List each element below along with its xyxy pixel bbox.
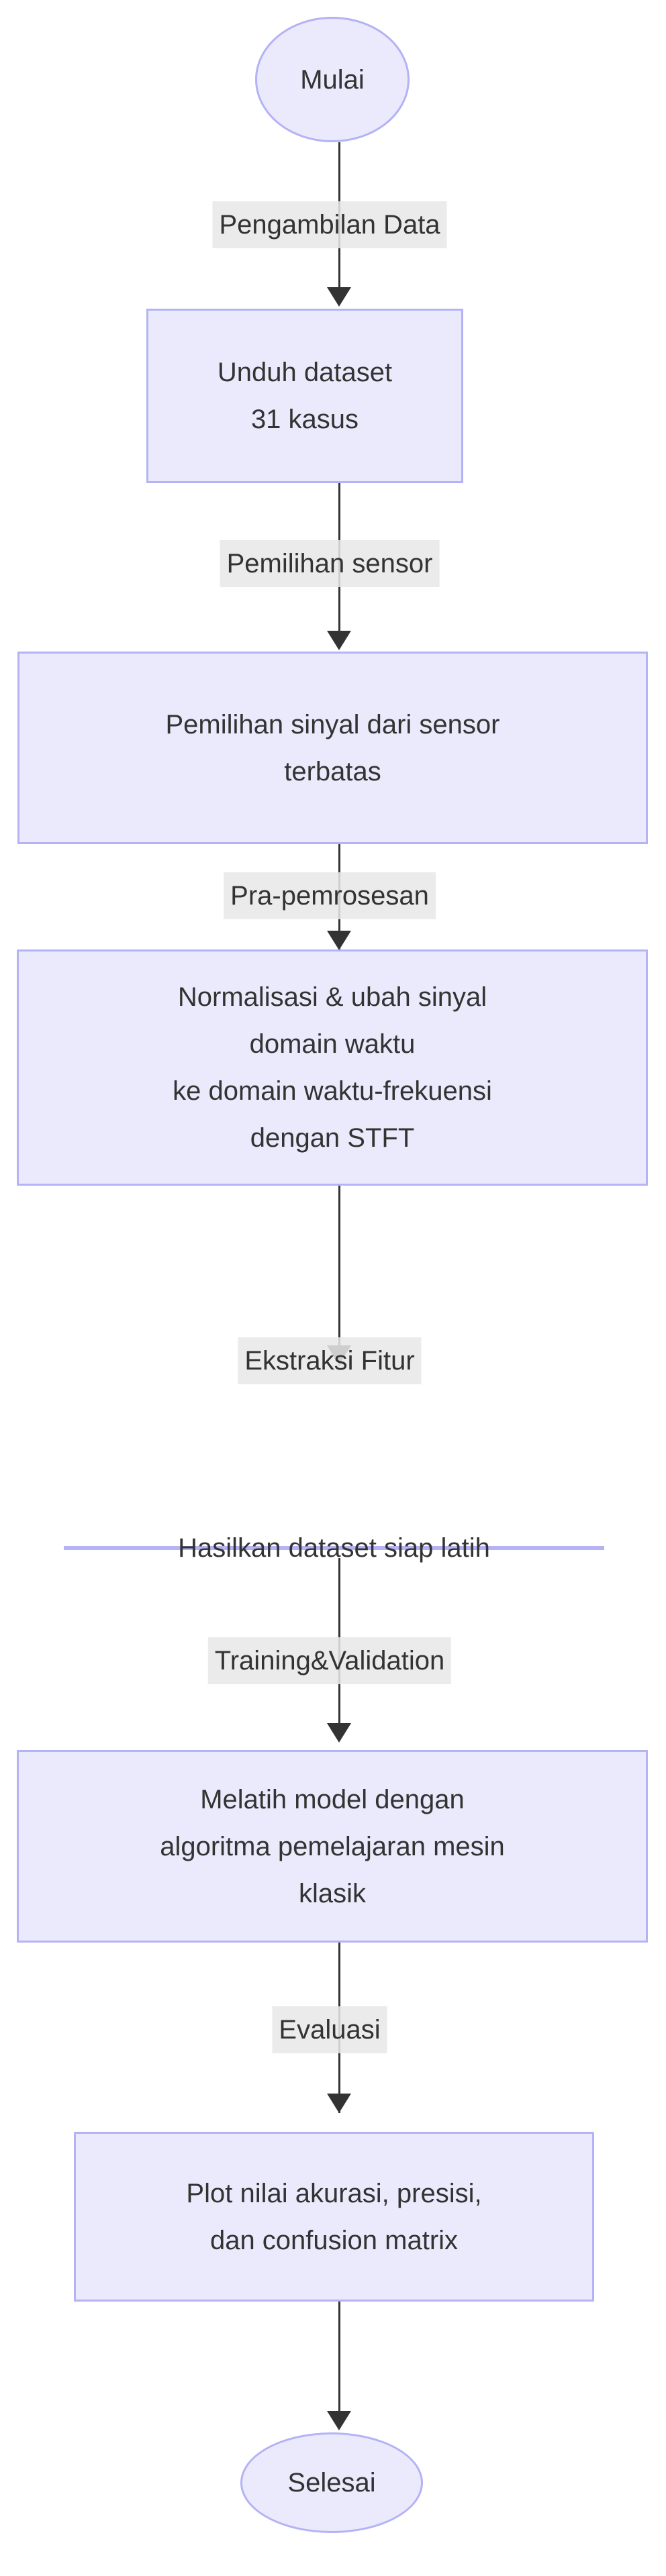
node-signal-selection-label: Pemilihan sinyal dari sensor terbatas (165, 709, 500, 786)
node-preprocessing-stft-label: Normalisasi & ubah sinyal domain waktu k… (173, 982, 492, 1153)
node-start[interactable]: Mulai (255, 17, 410, 142)
node-train-model[interactable]: Melatih model dengan algoritma pemelajar… (17, 1750, 648, 1943)
edge-label-training-validation: Training&Validation (207, 1637, 452, 1684)
edge-label-evaluasi: Evaluasi (272, 2006, 387, 2053)
node-ready-dataset-label: Hasilkan dataset siap latih (178, 1533, 490, 1563)
arrowhead-start-to-download (327, 287, 351, 307)
node-evaluate-plot[interactable]: Plot nilai akurasi, presisi, dan confusi… (74, 2132, 594, 2302)
edge-label-pemilihan-sensor: Pemilihan sensor (220, 540, 440, 587)
node-evaluate-plot-label: Plot nilai akurasi, presisi, dan confusi… (186, 2178, 482, 2255)
node-ready-dataset[interactable]: Hasilkan dataset siap latih (64, 1533, 604, 1563)
edge-label-pra-pemrosesan: Pra-pemrosesan (224, 872, 436, 919)
node-preprocessing-stft[interactable]: Normalisasi & ubah sinyal domain waktu k… (17, 949, 648, 1186)
node-signal-selection[interactable]: Pemilihan sinyal dari sensor terbatas (17, 652, 648, 844)
node-end-label: Selesai (287, 2468, 376, 2497)
edge-label-ekstraksi-fitur: Ekstraksi Fitur (238, 1337, 422, 1384)
connector-evaluate-to-end (338, 2302, 340, 2414)
arrowhead-select-to-preprocess (327, 931, 351, 950)
node-start-label: Mulai (300, 64, 365, 95)
edge-label-pengambilan-data: Pengambilan Data (212, 201, 447, 248)
arrowhead-download-to-select (327, 631, 351, 650)
arrowhead-train-to-evaluate (327, 2094, 351, 2113)
arrowhead-features-to-train (327, 1723, 351, 1743)
arrowhead-evaluate-to-end (327, 2411, 351, 2430)
node-train-model-label: Melatih model dengan algoritma pemelajar… (160, 1784, 505, 1908)
node-download-dataset-label: Unduh dataset 31 kasus (217, 358, 393, 434)
node-end[interactable]: Selesai (240, 2432, 423, 2533)
node-download-dataset[interactable]: Unduh dataset 31 kasus (146, 309, 463, 483)
connector-preprocess-to-features (338, 1186, 340, 1366)
